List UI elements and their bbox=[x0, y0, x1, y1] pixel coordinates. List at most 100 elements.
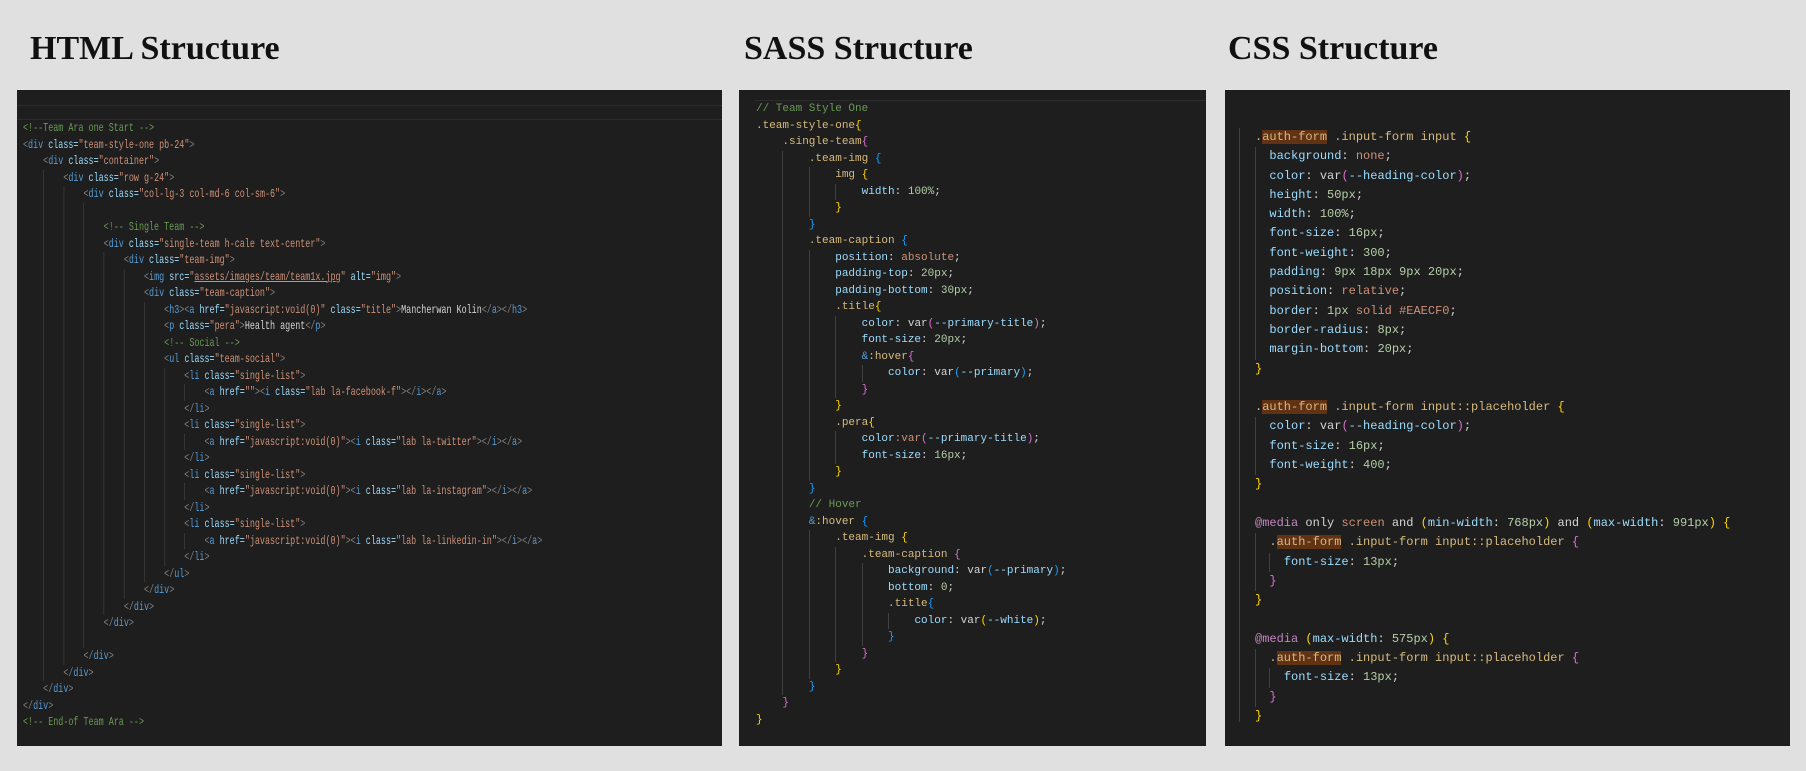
html-code-line: <li class="single-list"> bbox=[43, 466, 306, 483]
indent-guide bbox=[83, 367, 85, 384]
sass-code-line: // Team Style One bbox=[756, 103, 869, 115]
css-code-line: width: 100%; bbox=[1255, 205, 1730, 225]
indent-guide bbox=[1255, 243, 1256, 264]
indent-guide bbox=[1255, 224, 1256, 244]
sass-code-line: font-size: 16px; bbox=[756, 447, 1066, 464]
indent-guide bbox=[103, 549, 105, 566]
indent-guide bbox=[63, 252, 65, 269]
sass-code-line: } bbox=[756, 713, 763, 726]
css-code-line: font-size: 13px; bbox=[1255, 552, 1730, 572]
indent-guide bbox=[83, 433, 85, 450]
indent-guide bbox=[1269, 668, 1271, 688]
html-code-line: </li> bbox=[43, 499, 210, 516]
indent-guide bbox=[43, 631, 44, 648]
sass-code-panel: // Team Style One.team-style-one{ .singl… bbox=[739, 90, 1206, 746]
indent-guide bbox=[43, 582, 44, 599]
indent-guide bbox=[782, 414, 784, 431]
indent-guide bbox=[43, 367, 44, 384]
html-code-panel: <!--Team Ara one Start --><div class="te… bbox=[17, 90, 722, 746]
indent-guide bbox=[43, 235, 44, 252]
indent-guide bbox=[63, 466, 65, 483]
indent-guide bbox=[83, 252, 85, 269]
indent-guide bbox=[1255, 320, 1256, 341]
html-code-line: </li> bbox=[43, 400, 210, 417]
indent-guide bbox=[861, 579, 863, 596]
indent-guide bbox=[835, 645, 837, 662]
sass-code-line: color: var(--primary); bbox=[756, 365, 1066, 382]
indent-guide bbox=[1255, 552, 1256, 572]
css-structure-heading: CSS Structure bbox=[1228, 30, 1438, 67]
html-code-line: <!--Team Ara one Start --> bbox=[23, 121, 155, 135]
indent-guide bbox=[184, 483, 185, 500]
html-code-line: </div> bbox=[43, 682, 74, 696]
sass-code-line: } bbox=[756, 200, 1066, 217]
css-code-line: font-weight: 300; bbox=[1255, 243, 1730, 264]
indent-guide bbox=[808, 282, 810, 299]
indent-guide bbox=[43, 334, 44, 351]
css-code-line: position: relative; bbox=[1255, 282, 1730, 302]
indent-guide bbox=[782, 497, 784, 514]
indent-guide bbox=[103, 301, 105, 318]
css-code-line: color: var(--heading-color); bbox=[1255, 166, 1730, 186]
indent-guide bbox=[861, 563, 863, 580]
indent-guide bbox=[164, 384, 165, 401]
indent-guide bbox=[808, 348, 810, 365]
html-code-line: <!-- End-of Team Ara --> bbox=[23, 715, 144, 729]
indent-guide bbox=[164, 450, 165, 467]
sass-code-line: &:hover { bbox=[756, 513, 1066, 530]
indent-guide bbox=[1255, 263, 1256, 283]
sass-code-line: } bbox=[756, 645, 1066, 662]
indent-guide bbox=[83, 301, 85, 318]
indent-guide bbox=[835, 596, 837, 613]
indent-guide bbox=[835, 629, 837, 646]
indent-guide bbox=[103, 318, 105, 335]
indent-guide bbox=[43, 219, 44, 236]
css-code-line: .auth-form .input-form input::placeholde… bbox=[1255, 533, 1730, 553]
indent-guide bbox=[143, 301, 145, 318]
indent-guide bbox=[808, 596, 810, 613]
indent-guide bbox=[43, 549, 44, 566]
indent-guide bbox=[808, 447, 810, 464]
indent-guide bbox=[83, 450, 85, 467]
indent-guide bbox=[123, 582, 125, 599]
indent-guide bbox=[83, 549, 85, 566]
html-code-line: </div> bbox=[43, 582, 175, 599]
sass-code-line: &:hover{ bbox=[756, 348, 1066, 365]
indent-guide bbox=[782, 266, 784, 283]
indent-guide bbox=[63, 400, 65, 417]
indent-guide bbox=[782, 216, 784, 233]
indent-guide bbox=[184, 384, 185, 401]
indent-guide bbox=[63, 384, 65, 401]
indent-guide bbox=[83, 334, 85, 351]
sass-structure-heading: SASS Structure bbox=[744, 30, 973, 67]
indent-guide bbox=[835, 183, 837, 200]
indent-guide bbox=[43, 565, 44, 582]
indent-guide bbox=[123, 400, 125, 417]
indent-guide bbox=[63, 202, 65, 219]
html-code-line: <div class="single-team h-cale text-cent… bbox=[43, 235, 326, 252]
html-code-line: <a href=""><i class="lab la-facebook-f">… bbox=[43, 384, 447, 401]
css-code-line: padding: 9px 18px 9px 20px; bbox=[1255, 263, 1730, 283]
css-code-line: } bbox=[1255, 361, 1263, 376]
indent-guide bbox=[83, 351, 85, 368]
indent-guide bbox=[123, 285, 125, 302]
indent-guide bbox=[808, 662, 810, 679]
indent-guide bbox=[164, 499, 165, 516]
indent-guide bbox=[782, 546, 784, 563]
css-code-line: height: 50px; bbox=[1255, 185, 1730, 206]
html-code-line: </div> bbox=[43, 598, 155, 615]
indent-guide bbox=[123, 466, 125, 483]
indent-guide bbox=[63, 648, 65, 665]
indent-guide bbox=[63, 334, 65, 351]
indent-guide bbox=[782, 678, 784, 695]
indent-guide bbox=[782, 282, 784, 299]
indent-guide bbox=[143, 417, 145, 434]
indent-guide bbox=[103, 417, 105, 434]
indent-guide bbox=[43, 384, 44, 401]
html-code-block: <!--Team Ara one Start --><div class="te… bbox=[23, 120, 542, 731]
indent-guide bbox=[83, 384, 85, 401]
html-code-line: <div class="col-lg-3 col-md-6 col-sm-6"> bbox=[43, 186, 286, 203]
indent-guide bbox=[63, 433, 65, 450]
css-code-line: border-radius: 8px; bbox=[1255, 320, 1730, 341]
css-code-panel: .auth-form .input-form input { backgroun… bbox=[1225, 90, 1790, 746]
